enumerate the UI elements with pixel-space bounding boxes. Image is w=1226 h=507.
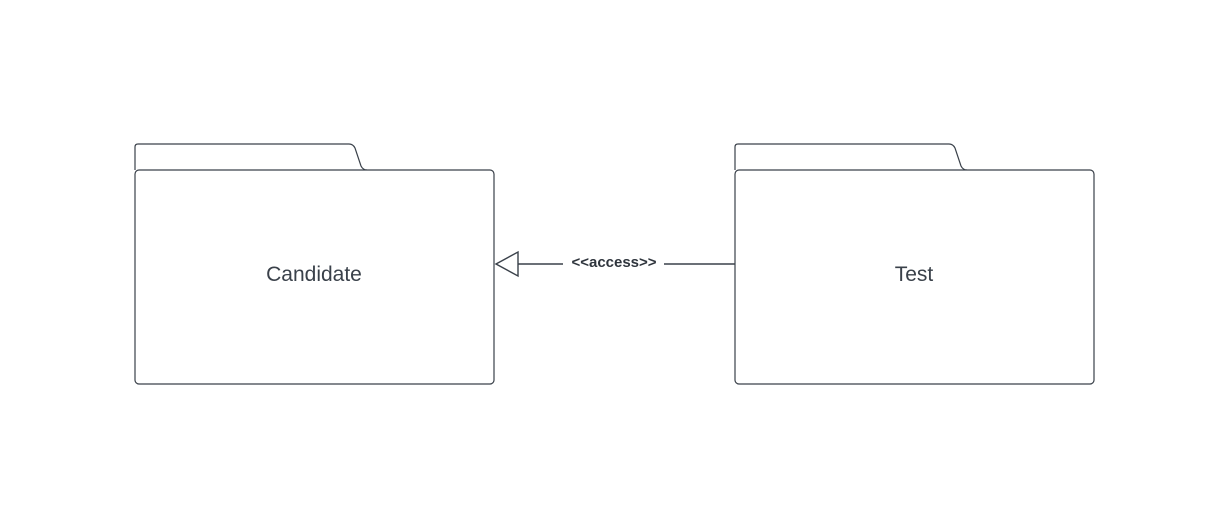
package-test-label: Test <box>895 263 934 286</box>
package-candidate-label: Candidate <box>266 263 362 286</box>
package-test-tab <box>734 143 968 171</box>
package-test-body <box>734 169 1095 385</box>
connector-label: <<access>> <box>571 254 656 271</box>
package-candidate-body <box>134 169 495 385</box>
hollow-triangle-arrowhead-icon <box>494 250 519 278</box>
package-candidate-tab <box>134 143 368 171</box>
access-connector[interactable]: <<access>> <box>494 250 735 278</box>
package-test[interactable]: Test <box>734 143 1095 385</box>
package-candidate[interactable]: Candidate <box>134 143 495 385</box>
